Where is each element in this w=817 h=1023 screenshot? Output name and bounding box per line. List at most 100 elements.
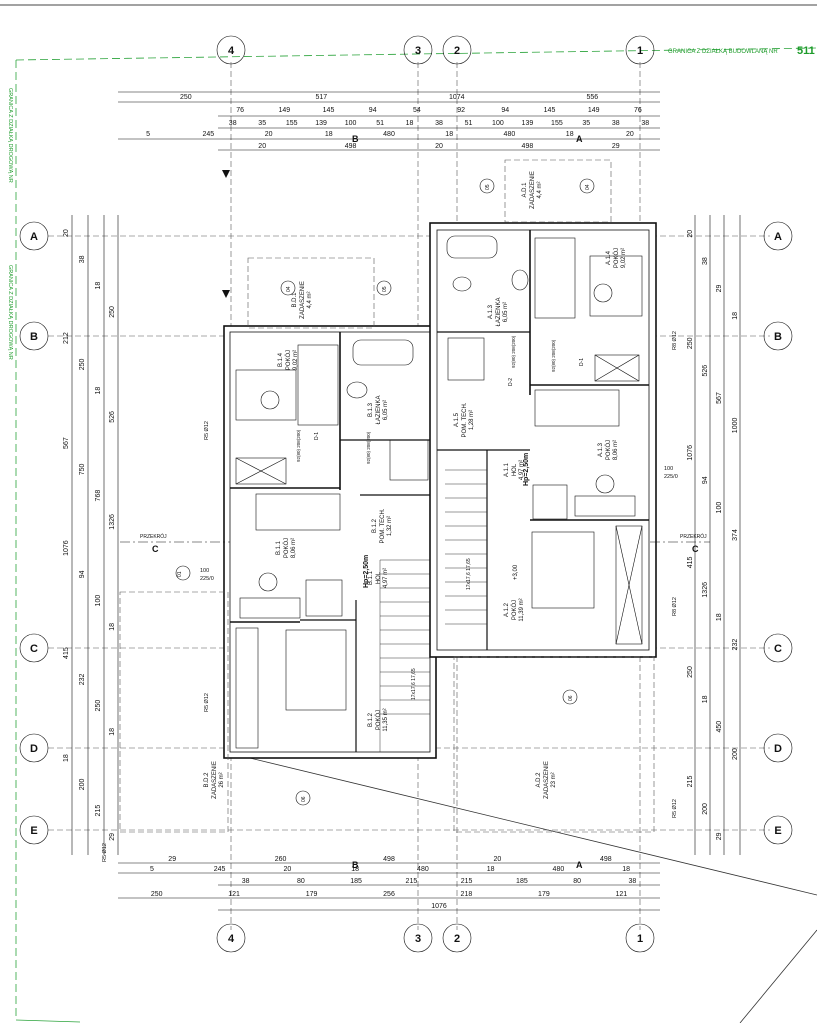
- right-dim-10: 100: [716, 502, 723, 514]
- bed-b11: [255, 493, 341, 531]
- room-7-id: B.D.2: [204, 772, 210, 788]
- top-dim-row3-11: 155: [551, 120, 563, 127]
- section-label-right: PRZEKRÓJ: [680, 533, 707, 540]
- bottom-dim-row2-3: 18: [351, 866, 359, 873]
- bottom-dim-row2-6: 480: [553, 866, 565, 873]
- section-c-right: C: [692, 544, 699, 554]
- desk-b14: [235, 369, 297, 421]
- room-13-area: 11,39 m²: [519, 598, 525, 621]
- room-15-name: ZADASZENIE: [544, 761, 550, 799]
- left-dim-3: 250: [109, 306, 116, 318]
- room-4-id: B.1.1: [368, 570, 374, 585]
- room-11-name: POKÓJ: [605, 440, 612, 460]
- room-7-area: 26 m²: [219, 772, 225, 787]
- left-dim-0: 20: [63, 229, 70, 237]
- bed-a14: [534, 237, 576, 319]
- window-04-a: 04: [585, 184, 591, 190]
- left-dim-19: 18: [109, 728, 116, 736]
- left-dim-17: 232: [79, 673, 86, 685]
- room-3-name: POKÓJ: [283, 538, 290, 558]
- room-1-name: ŁAZIENKA: [376, 395, 382, 424]
- room-4-area: 4,97 m²: [383, 568, 389, 588]
- right-dim-20: 215: [687, 776, 694, 788]
- top-dim-row2-1: 149: [278, 107, 290, 114]
- room-14-name: ZADASZENIE: [530, 171, 536, 209]
- top-dim-row4-1: 245: [202, 131, 214, 138]
- room-1-id: B.1.3: [368, 402, 374, 417]
- left-dim-12: 1076: [63, 540, 70, 556]
- top-dim-row5-1: 498: [345, 143, 357, 150]
- wardrobe-b11: [305, 579, 343, 617]
- room-0-id: B.1.4: [278, 352, 284, 367]
- room-15-area: 23 m²: [551, 772, 557, 787]
- axis-3-top-label: 3: [415, 45, 421, 57]
- window-05-a: 05: [485, 184, 491, 190]
- bottom-dim-row4-2: 179: [306, 891, 318, 898]
- column-r5-2: R5 Ø12: [204, 693, 210, 712]
- top-dim-row4-4: 480: [383, 131, 395, 138]
- right-dim-12: 415: [687, 556, 694, 568]
- top-dim-row5-4: 29: [612, 143, 620, 150]
- wardrobe-b14: [235, 457, 287, 485]
- bottom-dim-row4-5: 179: [538, 891, 550, 898]
- room-9-area: 6,05 m²: [503, 302, 509, 322]
- room-9-id: A.1.3: [488, 304, 494, 319]
- left-dim-4: 212: [63, 332, 70, 344]
- window-06-a: 06: [568, 695, 574, 701]
- axis-4-bottom-label: 4: [228, 933, 235, 945]
- window-06: 06: [301, 796, 307, 802]
- unit-b-walls: [223, 325, 437, 759]
- room-13-id: A.1.2: [504, 602, 510, 617]
- bottom-dim-row4-3: 256: [383, 891, 395, 898]
- section-b-top: B: [352, 134, 359, 144]
- left-dim-22: 215: [95, 805, 102, 817]
- axis-c-left-label: C: [30, 643, 38, 655]
- desk-a14: [589, 255, 643, 317]
- room-0-name: POKÓJ: [285, 350, 292, 370]
- terrace-b-d2: [119, 591, 229, 833]
- unit-a-walls: [429, 222, 657, 658]
- axis-d-left-bubble: [19, 733, 49, 763]
- left-dim-13: 94: [79, 570, 86, 578]
- border-number: 511: [797, 45, 815, 57]
- top-dim-row4-6: 480: [504, 131, 516, 138]
- chair-b14: [260, 390, 280, 410]
- room-6-area: 4,4 m²: [307, 291, 313, 308]
- section-a-top: A: [576, 134, 583, 144]
- bottom-dim-row3-3: 215: [406, 878, 418, 885]
- top-dim-row4-5: 18: [445, 131, 453, 138]
- column-r5-3: R5 Ø12: [102, 843, 108, 862]
- room-6-id: B.D.1: [292, 292, 298, 308]
- bottom-dim-row4-1: 121: [228, 891, 240, 898]
- room-5-name: POKÓJ: [375, 710, 382, 730]
- bottom-dim-row3-1: 80: [297, 878, 305, 885]
- toilet-b13: [346, 381, 368, 399]
- window-01-height: 225/0: [200, 576, 214, 582]
- top-dim-row1-0: 250: [180, 94, 192, 101]
- top-dim-row3-12: 35: [582, 120, 590, 127]
- room-11-id: A.1.3: [598, 442, 604, 457]
- top-dim-row2-4: 54: [413, 107, 421, 114]
- axis-d-right-bubble: [763, 733, 793, 763]
- right-dim-4: 250: [687, 337, 694, 349]
- door-d2-a: D-2: [508, 378, 514, 386]
- stairs-label-left: 17x17,6 17,65: [411, 668, 417, 700]
- room-8-area: 9,02 m²: [621, 248, 627, 268]
- bottom-dim-row4-4: 218: [461, 891, 473, 898]
- wardrobe-a12: [615, 525, 643, 645]
- left-dim-1: 38: [79, 255, 86, 263]
- section-a-bottom: A: [576, 860, 583, 870]
- top-dim-row5-2: 20: [435, 143, 443, 150]
- room-8-name: POKÓJ: [613, 248, 620, 268]
- desk-b11: [239, 597, 301, 619]
- left-dim-8: 567: [63, 437, 70, 449]
- axis-2-bottom-bubble: [442, 923, 472, 953]
- top-dim-row2-3: 94: [369, 107, 377, 114]
- bottom-dim-row2-0: 5: [150, 866, 154, 873]
- left-dim-15: 18: [109, 623, 116, 631]
- room-9-name: ŁAZIENKA: [496, 297, 502, 326]
- terrace-a-d2: [453, 656, 655, 833]
- wardrobe-a13: [594, 354, 640, 382]
- axis-2-top-label: 2: [454, 45, 460, 57]
- top-dim-row3-8: 51: [465, 120, 473, 127]
